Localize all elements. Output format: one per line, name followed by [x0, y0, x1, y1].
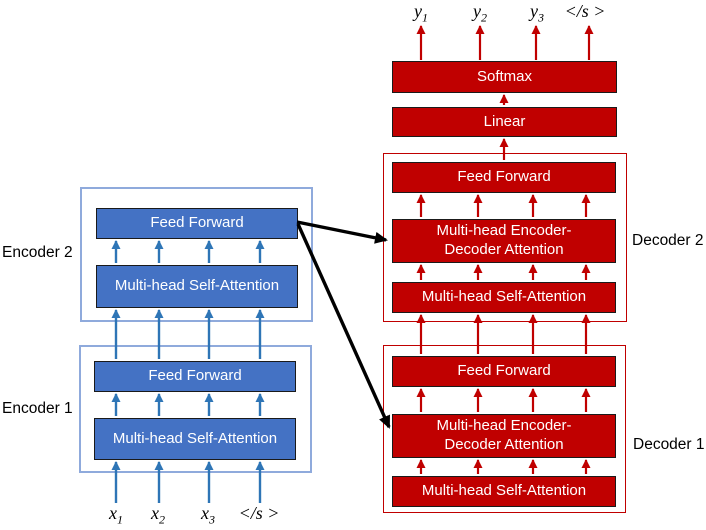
output-y1-sub: 1 — [422, 10, 428, 25]
input-label-x3: x3 — [173, 503, 243, 527]
decoder2-enc-dec-attention-line1: Multi-head Encoder- — [436, 222, 572, 240]
decoder1-enc-dec-attention-box: Multi-head Encoder- Decoder Attention — [392, 414, 616, 458]
output-label-eos: </s > — [545, 1, 625, 22]
input-x3-base: x — [201, 503, 209, 523]
decoder2-enc-dec-attention-box: Multi-head Encoder- Decoder Attention — [392, 219, 616, 263]
decoder1-self-attention-box: Multi-head Self-Attention — [392, 476, 616, 507]
encoder2-feed-forward-box: Feed Forward — [96, 208, 298, 239]
input-x1-sub: 1 — [117, 512, 123, 527]
output-label-y3: y3 — [502, 1, 572, 25]
decoder2-self-attention-box: Multi-head Self-Attention — [392, 282, 616, 313]
softmax-label: Softmax — [476, 67, 533, 85]
input-label-x2: x2 — [123, 503, 193, 527]
encoder1-self-attention-label: Multi-head Self-Attention — [112, 429, 278, 447]
decoder1-enc-dec-attention-line1: Multi-head Encoder- — [436, 417, 572, 435]
input-label-eos: </s > — [219, 503, 299, 524]
encoder1-label: Encoder 1 — [2, 400, 73, 417]
linear-label: Linear — [483, 112, 526, 130]
decoder1-label: Decoder 1 — [633, 436, 705, 453]
output-y1-base: y — [414, 1, 422, 21]
output-y2-sub: 2 — [481, 10, 487, 25]
softmax-box: Softmax — [392, 61, 617, 93]
input-x3-sub: 3 — [209, 512, 215, 527]
output-y3-base: y — [530, 1, 538, 21]
encoder1-feed-forward-label: Feed Forward — [148, 367, 242, 385]
output-y2-base: y — [473, 1, 481, 21]
encoder2-feed-forward-label: Feed Forward — [150, 214, 244, 232]
decoder2-self-attention-label: Multi-head Self-Attention — [421, 288, 587, 306]
linear-box: Linear — [392, 107, 617, 137]
decoder2-enc-dec-attention-line2: Decoder Attention — [444, 241, 564, 258]
decoder2-feed-forward-box: Feed Forward — [392, 162, 616, 193]
output-eos-base: </s > — [564, 1, 606, 21]
encoder2-self-attention-box: Multi-head Self-Attention — [96, 265, 298, 308]
decoder2-label: Decoder 2 — [632, 232, 704, 249]
output-label-y2: y2 — [445, 1, 515, 25]
encoder2-self-attention-label: Multi-head Self-Attention — [114, 277, 280, 295]
decoder2-feed-forward-label: Feed Forward — [457, 168, 551, 186]
decoder1-container-box — [383, 345, 626, 513]
decoder1-feed-forward-label: Feed Forward — [457, 362, 551, 380]
encoder1-self-attention-box: Multi-head Self-Attention — [94, 418, 296, 460]
input-label-x1: x1 — [81, 503, 151, 527]
output-label-y1: y1 — [386, 1, 456, 25]
decoder1-self-attention-label: Multi-head Self-Attention — [421, 482, 587, 500]
decoder1-feed-forward-box: Feed Forward — [392, 356, 616, 387]
decoder1-enc-dec-attention-line2: Decoder Attention — [444, 436, 564, 453]
input-x1-base: x — [109, 503, 117, 523]
input-eos-base: </s > — [238, 503, 280, 523]
encoder1-feed-forward-box: Feed Forward — [94, 361, 296, 392]
output-arrows — [416, 25, 594, 60]
input-x2-sub: 2 — [159, 512, 165, 527]
output-y3-sub: 3 — [538, 10, 544, 25]
input-x2-base: x — [151, 503, 159, 523]
encoder2-label: Encoder 2 — [2, 244, 73, 261]
